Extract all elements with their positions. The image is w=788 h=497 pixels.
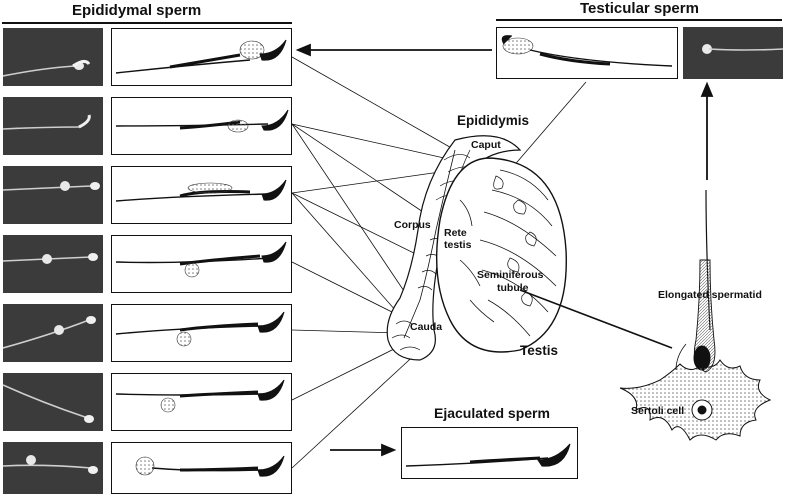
arrow-testicular-to-epididymal — [295, 43, 492, 57]
connector-to-spermatid — [519, 289, 673, 349]
sertoli-cell-illustration — [619, 189, 772, 441]
sperm-drawing-testicular — [501, 35, 673, 67]
sperm-drawing-ejaculated — [405, 443, 571, 467]
sperm-drawing-4 — [115, 241, 287, 278]
label-seminiferous-1: Seminiferous — [477, 269, 544, 281]
arrow-spermatid-up — [700, 81, 714, 180]
label-corpus: Corpus — [394, 219, 431, 231]
micrograph-caput-1 — [3, 28, 103, 86]
label-caput: Caput — [471, 139, 501, 151]
drawing-box-4 — [111, 235, 292, 293]
micrograph-cauda-1 — [3, 304, 103, 362]
sperm-drawing-5 — [115, 311, 285, 347]
drawing-box-testicular — [496, 27, 678, 79]
connector-lines — [291, 56, 587, 469]
micrograph-corpus-2 — [3, 235, 103, 293]
sperm-drawing-1 — [115, 39, 287, 74]
drawing-box-ejaculated — [401, 427, 578, 479]
label-cauda: Cauda — [410, 321, 443, 333]
sperm-drawing-7 — [135, 455, 285, 477]
label-testis: Testis — [520, 343, 559, 358]
drawing-box-5 — [111, 304, 292, 362]
arrow-to-ejaculated — [330, 443, 397, 457]
label-epididymis: Epididymis — [457, 113, 530, 128]
sperm-drawing-6 — [115, 379, 285, 413]
sperm-drawing-3 — [115, 179, 287, 202]
divider-testicular — [496, 19, 782, 21]
heading-testicular: Testicular sperm — [580, 0, 699, 17]
label-sertoli-cell: Sertoli cell — [631, 405, 685, 417]
sperm-drawing-2 — [115, 109, 289, 133]
drawing-box-6 — [111, 373, 292, 431]
divider-epididymal — [2, 22, 292, 24]
heading-ejaculated: Ejaculated sperm — [434, 405, 550, 421]
testis-structure — [435, 157, 567, 353]
micrograph-corpus-1 — [3, 166, 103, 224]
label-seminiferous-2: tubule — [497, 282, 529, 294]
micrograph-testicular — [683, 27, 783, 79]
heading-epididymal: Epididymal sperm — [72, 2, 202, 19]
label-elongated-spermatid: Elongated spermatid — [658, 289, 762, 301]
micrograph-caput-2 — [3, 97, 103, 155]
micrograph-cauda-2 — [3, 373, 103, 431]
label-rete-2: testis — [444, 239, 472, 251]
micrograph-cauda-3 — [3, 442, 103, 494]
label-rete-1: Rete — [444, 227, 467, 239]
